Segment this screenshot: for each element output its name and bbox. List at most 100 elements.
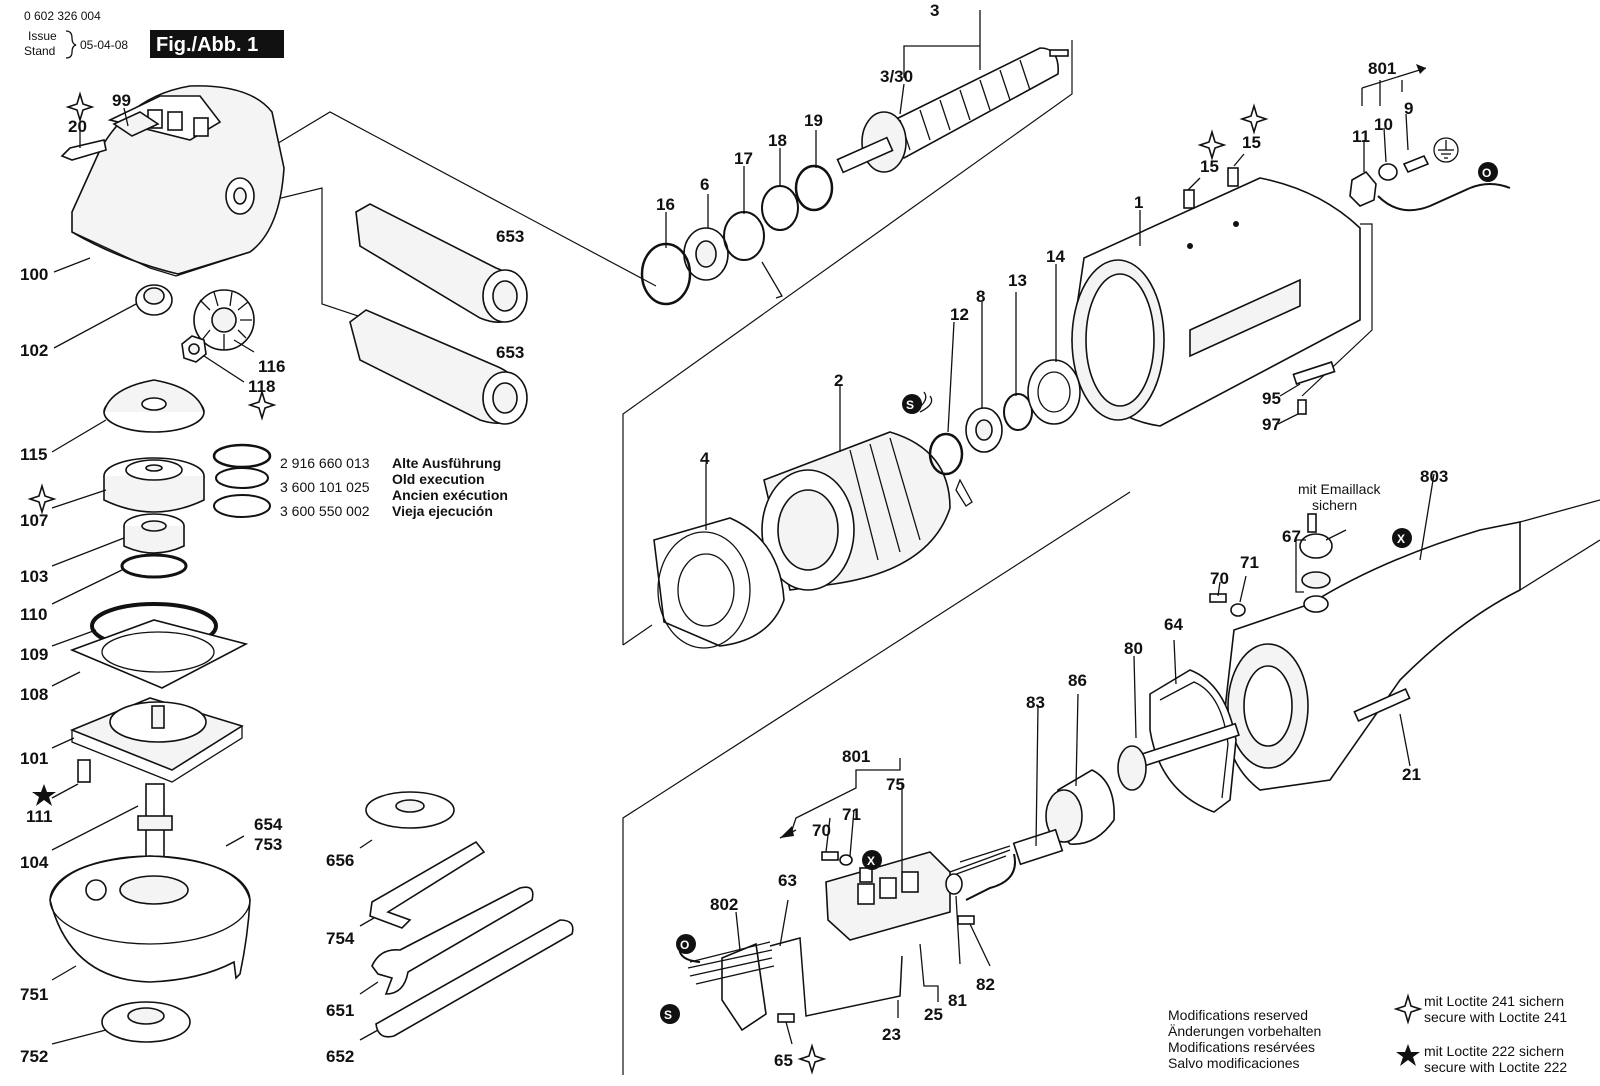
side-handle-653-lower (349, 309, 528, 425)
cable-83 (939, 828, 1064, 901)
switch-75 (825, 851, 951, 941)
crown-gear-115 (103, 379, 205, 433)
bearing-6 (683, 227, 729, 281)
callout: 101 (20, 749, 48, 768)
callout: 115 (20, 445, 47, 464)
callout: 81 (948, 991, 967, 1010)
loctite-222-line: mit Loctite 222 sichern (1424, 1043, 1564, 1059)
issue-label: Issue (28, 29, 57, 43)
callout: 653 (496, 227, 524, 246)
leaf-spring (761, 261, 783, 299)
gearhead-group-line (269, 111, 657, 287)
callout: 6 (700, 175, 709, 194)
callout: 12 (950, 305, 969, 324)
field-winding-2 (761, 431, 951, 591)
wrench-651 (371, 886, 534, 995)
svg-text:X: X (1397, 532, 1405, 546)
circlip-19 (794, 164, 834, 212)
o-ring-13 (1003, 393, 1033, 431)
callout: 97 (1262, 415, 1281, 434)
screw-20 (60, 139, 107, 161)
motor-frame-upper-left (622, 40, 1073, 645)
bearing-seat-14 (1027, 359, 1081, 425)
old-execution-legend: 2 916 660 013 3 600 101 025 3 600 550 00… (280, 455, 508, 519)
symbol-o-switch: O (676, 934, 696, 954)
o-ring-110 (120, 553, 188, 579)
old-execution-code: 2 916 660 013 (280, 455, 370, 471)
emaillack-line: sichern (1312, 497, 1357, 513)
callout: 103 (20, 567, 48, 586)
switch-lever-67 (1299, 513, 1347, 613)
ground-terminal-group (1349, 154, 1471, 212)
issue-date: 05-04-08 (80, 38, 128, 52)
motor-frame-lower-left (622, 624, 653, 646)
modifications-line: Änderungen vorbehalten (1168, 1023, 1321, 1039)
screw-9 (1402, 154, 1430, 174)
callout: 86 (1068, 671, 1087, 690)
callout: 25 (924, 1005, 943, 1024)
callout: 752 (20, 1047, 48, 1066)
symbol-s-motor: S (902, 394, 922, 414)
callout: 70 (1210, 569, 1229, 588)
callout: 2 (834, 371, 843, 390)
svg-text:O: O (1482, 166, 1491, 180)
symbol-x-handle: X (1392, 528, 1412, 548)
callout: 71 (1240, 553, 1259, 572)
callout: 82 (976, 975, 995, 994)
old-execution-label: Ancien exécution (392, 487, 508, 503)
screw-97 (1297, 399, 1307, 415)
air-guide-4 (653, 517, 785, 649)
callout: 67 (1282, 527, 1301, 546)
callout: 102 (20, 341, 48, 360)
old-execution-code: 3 600 550 002 (280, 503, 370, 519)
callout: 16 (656, 195, 675, 214)
washer-12 (928, 432, 964, 476)
old-execution-label: Old execution (392, 471, 485, 487)
cable-clamp-81 (945, 873, 963, 895)
callout: 654 (254, 815, 283, 834)
callout: 14 (1046, 247, 1065, 266)
callout: 15 (1200, 157, 1219, 176)
armature-3 (836, 47, 1069, 174)
screw-82 (957, 915, 975, 925)
ball-bearing-103 (123, 513, 185, 554)
callout: 104 (20, 853, 49, 872)
loctite-222-star-icon (32, 784, 1420, 1066)
callout: 17 (734, 149, 753, 168)
motor-housing-1 (1071, 177, 1361, 427)
pinion-116 (193, 289, 255, 351)
callout: 10 (1374, 115, 1393, 134)
o-ring-16 (640, 242, 692, 306)
callout: 111 (26, 807, 53, 826)
header-block: 0 602 326 004 Issue Stand 05-04-08 Fig./… (24, 9, 284, 59)
clamping-flange-656 (365, 791, 455, 829)
screw-111 (77, 759, 91, 783)
callout: 753 (254, 835, 282, 854)
rear-handle-803 (1224, 499, 1600, 791)
old-execution-rings (212, 443, 272, 518)
wheel-guard-753 (49, 855, 251, 983)
callout: 110 (20, 605, 47, 624)
screw-21 (1353, 687, 1411, 723)
symbol-o-ground: O (1478, 162, 1498, 182)
callout: 75 (886, 775, 905, 794)
callout: 652 (326, 1047, 354, 1066)
wire-o-ground (1469, 183, 1511, 189)
washer-71-upper (1230, 603, 1246, 617)
callout: 9 (1404, 99, 1413, 118)
svg-text:S: S (906, 398, 914, 412)
callout: 83 (1026, 693, 1045, 712)
callout: 100 (20, 265, 48, 284)
gear-head-group (49, 85, 285, 1043)
spring-washer-18 (761, 185, 799, 231)
callout: 65 (774, 1051, 793, 1070)
capacitor-802 (687, 941, 775, 1032)
svg-text:O: O (680, 938, 689, 952)
emaillack-note: mit Emaillack sichern (1298, 481, 1381, 513)
callout: 63 (778, 871, 797, 890)
nameplate-95 (1292, 361, 1336, 385)
modifications-line: Modifications resérvées (1168, 1039, 1315, 1055)
modifications-line: Modifications reserved (1168, 1007, 1308, 1023)
callout: 803 (1420, 467, 1448, 486)
